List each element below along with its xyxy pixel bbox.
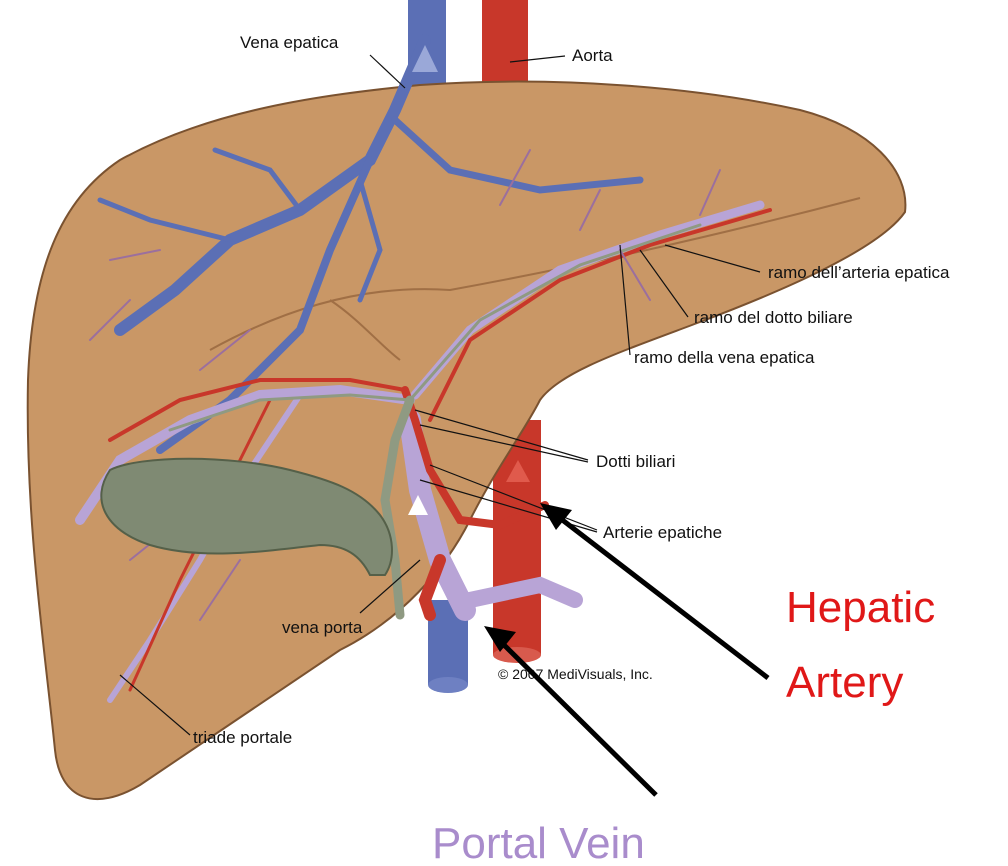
portal-vein-arrow-shaft (497, 638, 656, 795)
label-aorta: Aorta (572, 46, 613, 65)
label-triade-portale: triade portale (193, 728, 292, 747)
label-dotti-biliari: Dotti biliari (596, 452, 675, 471)
label-vena-porta: vena porta (282, 618, 363, 637)
label-vena-epatica: Vena epatica (240, 33, 339, 52)
annotation-hepatic-line1: Hepatic (786, 583, 935, 632)
annotation-portal-vein: Portal Vein (432, 819, 645, 866)
vena-cava-bottom-cap (428, 677, 468, 693)
annotation-hepatic-line2: Artery (786, 658, 903, 707)
label-arterie-epatiche: Arterie epatiche (603, 523, 722, 542)
label-ramo-arteria: ramo dell’arteria epatica (768, 263, 950, 282)
label-ramo-vena: ramo della vena epatica (634, 348, 815, 367)
copyright-text: © 2007 MediVisuals, Inc. (498, 666, 653, 682)
leader-vena-epatica (370, 55, 405, 88)
label-ramo-dotto: ramo del dotto biliare (694, 308, 853, 327)
